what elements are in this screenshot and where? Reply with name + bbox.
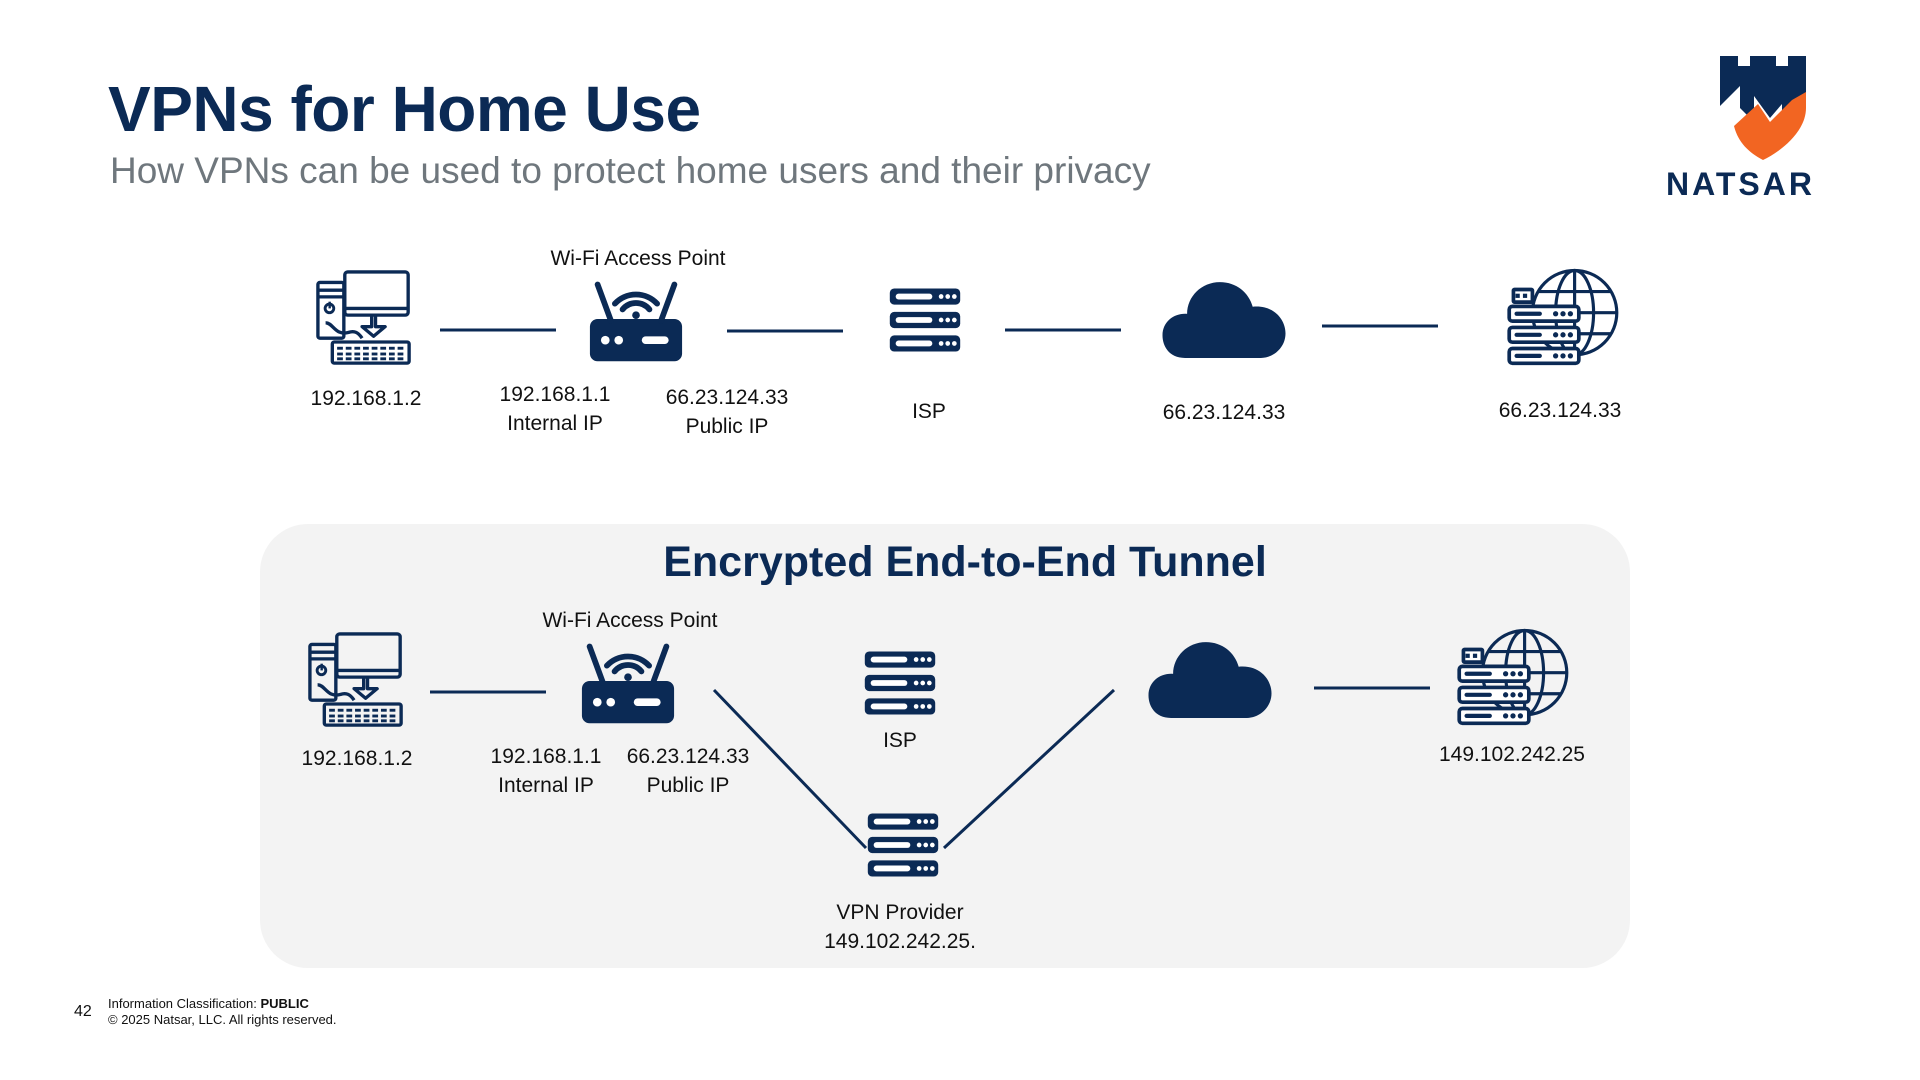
top-web-server-icon: [1505, 266, 1621, 372]
natsar-logo-icon: [1720, 56, 1806, 160]
page-title: VPNs for Home Use: [108, 73, 701, 145]
tunnel-link-vpn-cloud: [942, 688, 1116, 850]
copyright: © 2025 Natsar, LLC. All rights reserved.: [108, 1012, 337, 1027]
tunnel-computer-icon: [308, 632, 404, 728]
page-number: 42: [74, 1003, 92, 1020]
tunnel-ap-internal-ip: 192.168.1.1: [490, 745, 602, 768]
top-ap-public: 66.23.124.33 Public IP: [666, 383, 789, 441]
classification-line: Information Classification: PUBLIC: [108, 996, 337, 1012]
top-isp-server-icon: [884, 287, 966, 353]
logo-wordmark: NATSAR: [1666, 166, 1815, 202]
top-ap-internal-ip: 192.168.1.1: [499, 383, 611, 406]
top-cloud-icon: [1162, 278, 1286, 360]
tunnel-ap-internal-label: Internal IP: [498, 774, 594, 797]
top-ap-public-label: Public IP: [685, 415, 769, 438]
tunnel-web-server-icon: [1455, 626, 1571, 732]
tunnel-title: Encrypted End-to-End Tunnel: [663, 538, 1267, 586]
tunnel-cloud-icon: [1148, 638, 1272, 720]
tunnel-link-ap-vpn: [712, 688, 868, 850]
top-ap-internal-label: Internal IP: [507, 412, 603, 435]
vpn-provider-label: VPN Provider 149.102.242.25.: [824, 898, 976, 956]
top-ap-public-ip: 66.23.124.33: [665, 386, 789, 409]
footer-text: Information Classification: PUBLIC © 202…: [108, 996, 337, 1028]
tunnel-ap-public: 66.23.124.33 Public IP: [627, 742, 750, 800]
vpn-provider-ip: 149.102.242.25.: [824, 930, 976, 953]
page-subtitle: How VPNs can be used to protect home use…: [110, 150, 1151, 191]
classification-value: PUBLIC: [260, 996, 309, 1011]
tunnel-ap-public-ip: 66.23.124.33: [626, 745, 750, 768]
top-isp-label: ISP: [912, 400, 946, 423]
top-ap-title: Wi-Fi Access Point: [550, 247, 726, 270]
top-pc-ip: 192.168.1.2: [310, 387, 422, 410]
top-server-ip: 66.23.124.33: [1498, 399, 1622, 422]
tunnel-panel: [260, 524, 1630, 968]
top-router-icon: [588, 276, 684, 364]
tunnel-ap-public-label: Public IP: [646, 774, 730, 797]
tunnel-server-ip: 149.102.242.25: [1439, 743, 1585, 766]
tunnel-ap-title: Wi-Fi Access Point: [542, 609, 718, 632]
tunnel-router-icon: [580, 638, 676, 726]
tunnel-isp-server-icon: [859, 650, 941, 716]
tunnel-isp-label: ISP: [883, 729, 917, 752]
top-ap-internal: 192.168.1.1 Internal IP: [500, 380, 611, 438]
vpn-provider-icon: [862, 812, 944, 878]
top-cloud-ip: 66.23.124.33: [1162, 401, 1286, 424]
tunnel-ap-internal: 192.168.1.1 Internal IP: [491, 742, 602, 800]
classification-label: Information Classification:: [108, 996, 261, 1011]
top-computer-icon: [316, 270, 412, 366]
vpn-provider-name: VPN Provider: [836, 901, 964, 924]
tunnel-pc-ip: 192.168.1.2: [301, 747, 413, 770]
